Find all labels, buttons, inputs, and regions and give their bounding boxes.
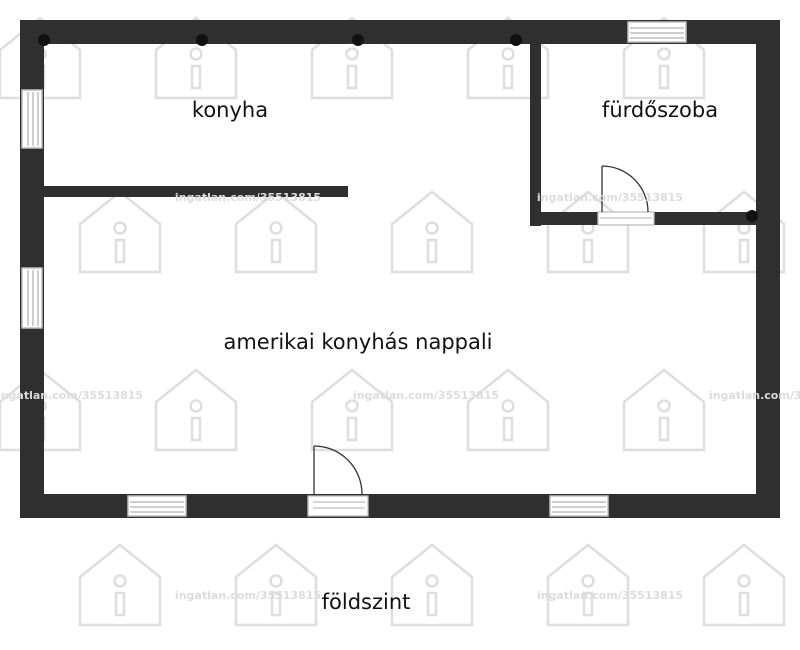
- house-i-logo-icon: [154, 368, 238, 452]
- walls: [20, 20, 780, 518]
- watermark-text: ingatlan.com/35513815: [709, 389, 800, 402]
- house-i-logo-icon: [390, 190, 474, 274]
- house-i-logo-icon: [310, 368, 394, 452]
- bathroom-wall-horizontal: [654, 212, 756, 225]
- house-i-logo-icon: [466, 368, 550, 452]
- watermark-text: ingatlan.com/35513815: [537, 191, 683, 204]
- right-wall: [756, 20, 780, 518]
- watermark-text: ingatlan.com/35513815: [0, 389, 143, 402]
- house-i-logo-icon: [622, 368, 706, 452]
- wall-joint: [196, 34, 208, 46]
- wall-joint: [352, 34, 364, 46]
- wall-joint: [38, 34, 50, 46]
- doors: [307, 165, 655, 517]
- wall-joint: [510, 34, 522, 46]
- window-bottom-right: [549, 495, 609, 517]
- house-i-logo-icon: [702, 543, 786, 627]
- house-i-logo-icon: [234, 190, 318, 274]
- house-i-logo-icon: [234, 543, 318, 627]
- room-label-bathroom: fürdőszoba: [602, 98, 718, 122]
- windows: [21, 21, 687, 517]
- room-label-kitchen: konyha: [192, 98, 268, 122]
- kitchen-partition: [44, 186, 348, 197]
- bathroom-wall-vertical: [530, 44, 541, 226]
- bathroom-wall-horizontal: [530, 212, 600, 225]
- house-i-logo-icon: [546, 190, 630, 274]
- watermark-text: ingatlan.com/35513815: [537, 589, 683, 602]
- wall-joint: [746, 210, 758, 222]
- bathroom-door: [597, 165, 655, 226]
- house-i-logo-icon: [78, 543, 162, 627]
- watermark-text: ingatlan.com/35513815: [175, 589, 321, 602]
- window-top-bathroom: [627, 21, 687, 43]
- watermark-text-layer: ingatlan.com/35513815 ingatlan.com/35513…: [0, 191, 800, 602]
- house-i-logo-icon: [546, 543, 630, 627]
- house-i-logo-icon: [78, 190, 162, 274]
- floor-label: földszint: [322, 590, 411, 614]
- room-label-living: amerikai konyhás nappali: [223, 330, 492, 354]
- watermark-text: ingatlan.com/35513815: [175, 191, 321, 204]
- window-left-upper: [21, 89, 43, 149]
- watermark-text: ingatlan.com/35513815: [353, 389, 499, 402]
- window-bottom-left: [127, 495, 187, 517]
- front-door: [307, 445, 369, 517]
- window-left-lower: [21, 267, 43, 329]
